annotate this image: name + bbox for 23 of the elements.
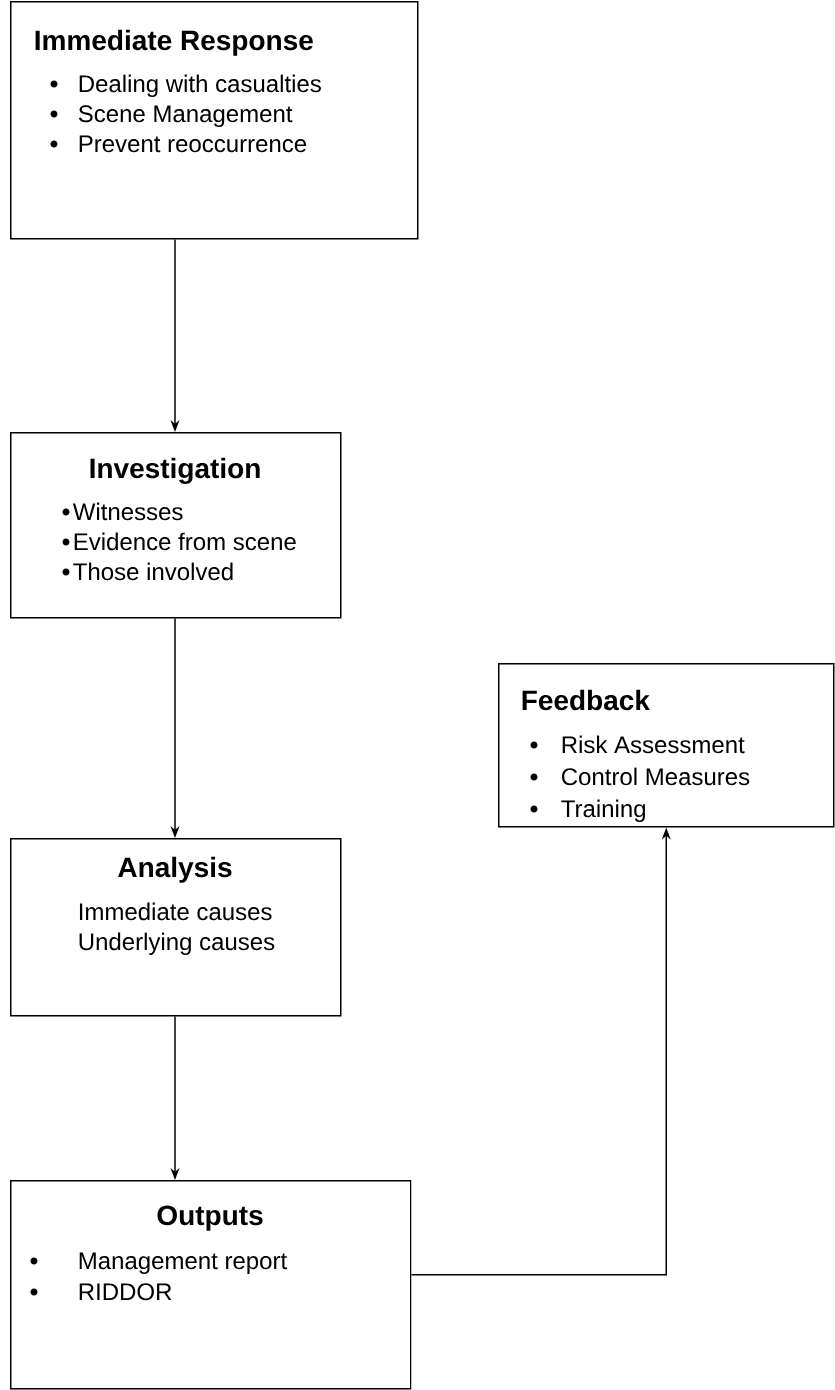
process-box	[10, 432, 342, 619]
process-box	[10, 838, 342, 1017]
process-box	[10, 1180, 412, 1390]
bullet-item: RIDDOR	[30, 1283, 172, 1301]
bullet-item: Management report	[30, 1252, 287, 1274]
process-box	[10, 1, 419, 240]
bullet-item: Evidence from scene	[62, 532, 296, 551]
bullet-item: Those involved	[62, 562, 233, 581]
box-heading: Analysis	[118, 856, 232, 883]
bullet-item: Prevent reoccurrence	[50, 135, 307, 153]
bullet-item: Training	[530, 799, 645, 822]
bullet-item: Scene Management	[50, 105, 293, 127]
process-box	[498, 663, 835, 828]
box-heading: Outputs	[157, 1205, 263, 1231]
bullet-item: Control Measures	[530, 767, 750, 786]
bullet-item: Risk Assessment	[530, 735, 745, 754]
list-item: Underlying causes	[79, 932, 275, 955]
box-heading: Immediate Response	[35, 29, 313, 56]
bullet-item: Witnesses	[62, 502, 183, 521]
box-heading: Feedback	[522, 689, 650, 711]
list-item: Immediate causes	[79, 902, 272, 921]
bullet-item: Dealing with casualties	[50, 74, 321, 97]
box-heading: Investigation	[90, 457, 260, 484]
